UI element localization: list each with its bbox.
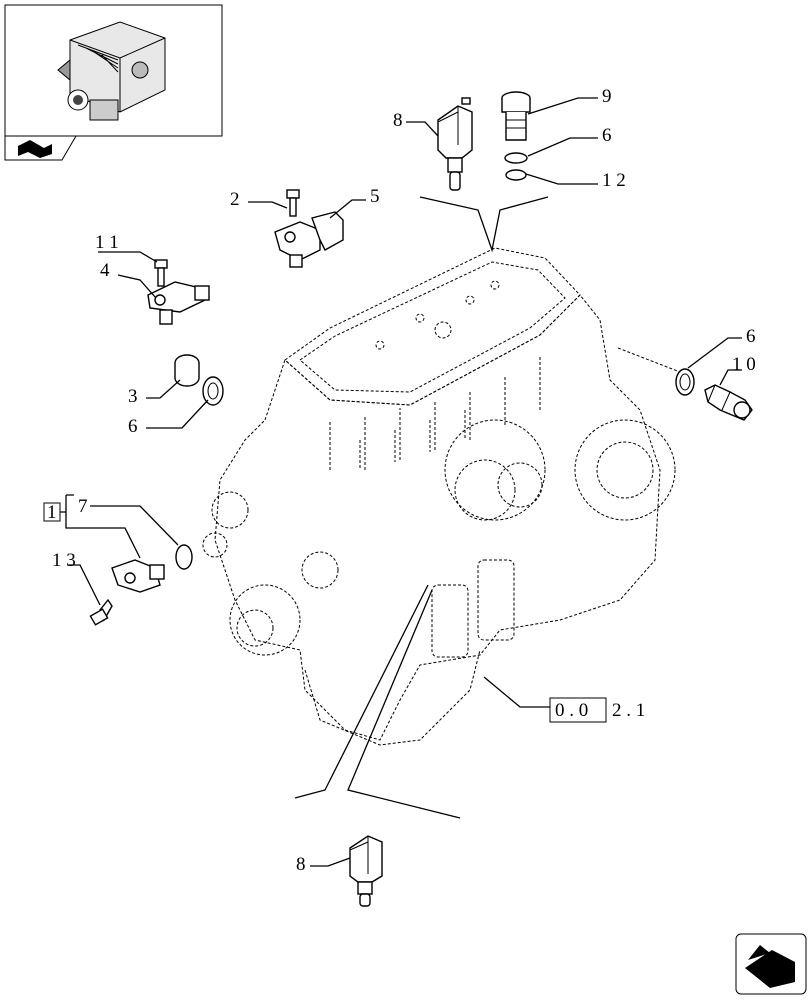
callout-1-box: 1 — [47, 502, 57, 523]
part-8-sensor-top[interactable] — [437, 97, 473, 191]
part-13-sensor[interactable] — [111, 559, 165, 593]
next-page-arrow-icon[interactable] — [735, 933, 807, 995]
callout-7: 7 — [78, 496, 88, 517]
part-6-washer-left[interactable] — [202, 376, 224, 406]
part-6-oring-top[interactable] — [504, 152, 528, 164]
part-7-washer[interactable] — [175, 544, 193, 570]
callout-9: 9 — [602, 86, 612, 107]
part-6-washer-right[interactable] — [675, 368, 695, 396]
callout-8-top: 8 — [393, 110, 403, 131]
part-11-bolt[interactable] — [154, 259, 168, 287]
callout-11: 1 1 — [95, 232, 119, 253]
callout-8-bottom: 8 — [296, 854, 306, 875]
part-9-plug[interactable] — [501, 91, 531, 141]
part-10-pressure-switch[interactable] — [704, 384, 753, 421]
callout-5: 5 — [370, 186, 380, 207]
callout-6-right: 6 — [746, 326, 756, 347]
engine-assembly — [202, 247, 676, 746]
callout-2: 2 — [230, 189, 240, 210]
part-4-sensor[interactable] — [147, 281, 210, 325]
engine-thumbnail-icon — [57, 21, 166, 121]
callout-3: 3 — [128, 386, 138, 407]
part-3-plug[interactable] — [174, 354, 200, 387]
reference-box — [549, 697, 607, 723]
reference-rest: 2 . 1 — [612, 700, 645, 721]
callout-10: 1 0 — [732, 354, 756, 375]
callout-12: 1 2 — [602, 170, 626, 191]
callout-13: 1 3 — [52, 550, 76, 571]
part-2-bolt[interactable] — [286, 189, 300, 217]
part-8-sensor-bottom[interactable] — [349, 835, 383, 907]
book-icon — [18, 140, 52, 158]
callout-6-left: 6 — [128, 416, 138, 437]
engine-thumbnail[interactable] — [4, 4, 223, 161]
part-12-oring[interactable] — [505, 169, 527, 181]
part-5-map-sensor[interactable] — [274, 211, 344, 268]
reference-boxed: 0 . 0 — [555, 700, 588, 721]
callout-4: 4 — [100, 260, 110, 281]
part-13-bolt[interactable] — [89, 598, 113, 626]
callout-6-top: 6 — [602, 125, 612, 146]
